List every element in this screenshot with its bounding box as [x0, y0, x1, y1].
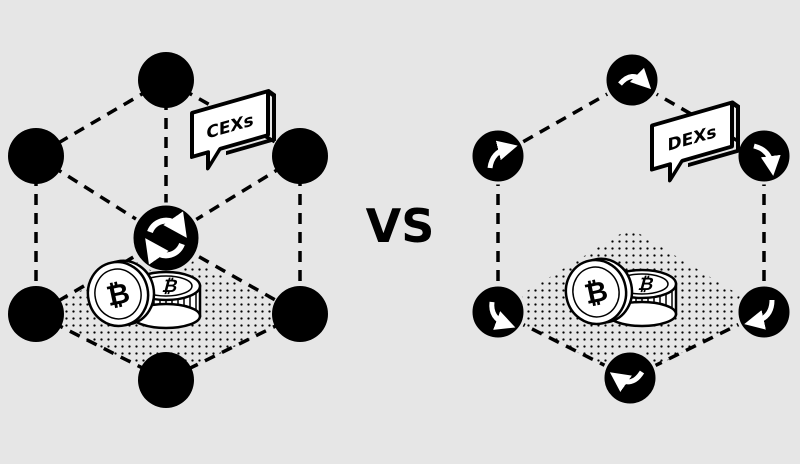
dex-node-bottom-arrow-icon: [601, 349, 659, 407]
cex-node-lower-right: [272, 286, 328, 342]
dex-node-upper-left-arrow-icon: [469, 127, 527, 185]
cex-node-upper-left: [8, 128, 64, 184]
dex-speech-bubble: DEXs: [650, 100, 740, 183]
dex-bitcoin-coins-icon: ₿ ₿: [564, 257, 678, 328]
cex-bitcoin-coins-icon: ₿ ₿: [86, 259, 202, 330]
svg-text:₿: ₿: [160, 276, 180, 297]
cex-node-bottom: [138, 352, 194, 408]
dex-node-lower-right-arrow-icon: [735, 283, 793, 341]
cex-speech-bubble: CEXs: [190, 89, 276, 171]
cex-diagram: ₿ ₿ CEXs: [8, 52, 328, 408]
versus-label: VS: [366, 199, 435, 253]
cex-hub-arrows-cycle-icon: [130, 202, 202, 274]
dex-node-upper-right-arrow-icon: [735, 127, 793, 185]
dex-node-lower-left-arrow-icon: [469, 283, 527, 341]
cex-node-lower-left: [8, 286, 64, 342]
dex-diagram: ₿ ₿ DEXs: [469, 51, 793, 407]
dex-node-top-arrow-icon: [603, 51, 661, 109]
cex-node-upper-right: [272, 128, 328, 184]
cex-node-top: [138, 52, 194, 108]
svg-text:₿: ₿: [636, 274, 656, 295]
